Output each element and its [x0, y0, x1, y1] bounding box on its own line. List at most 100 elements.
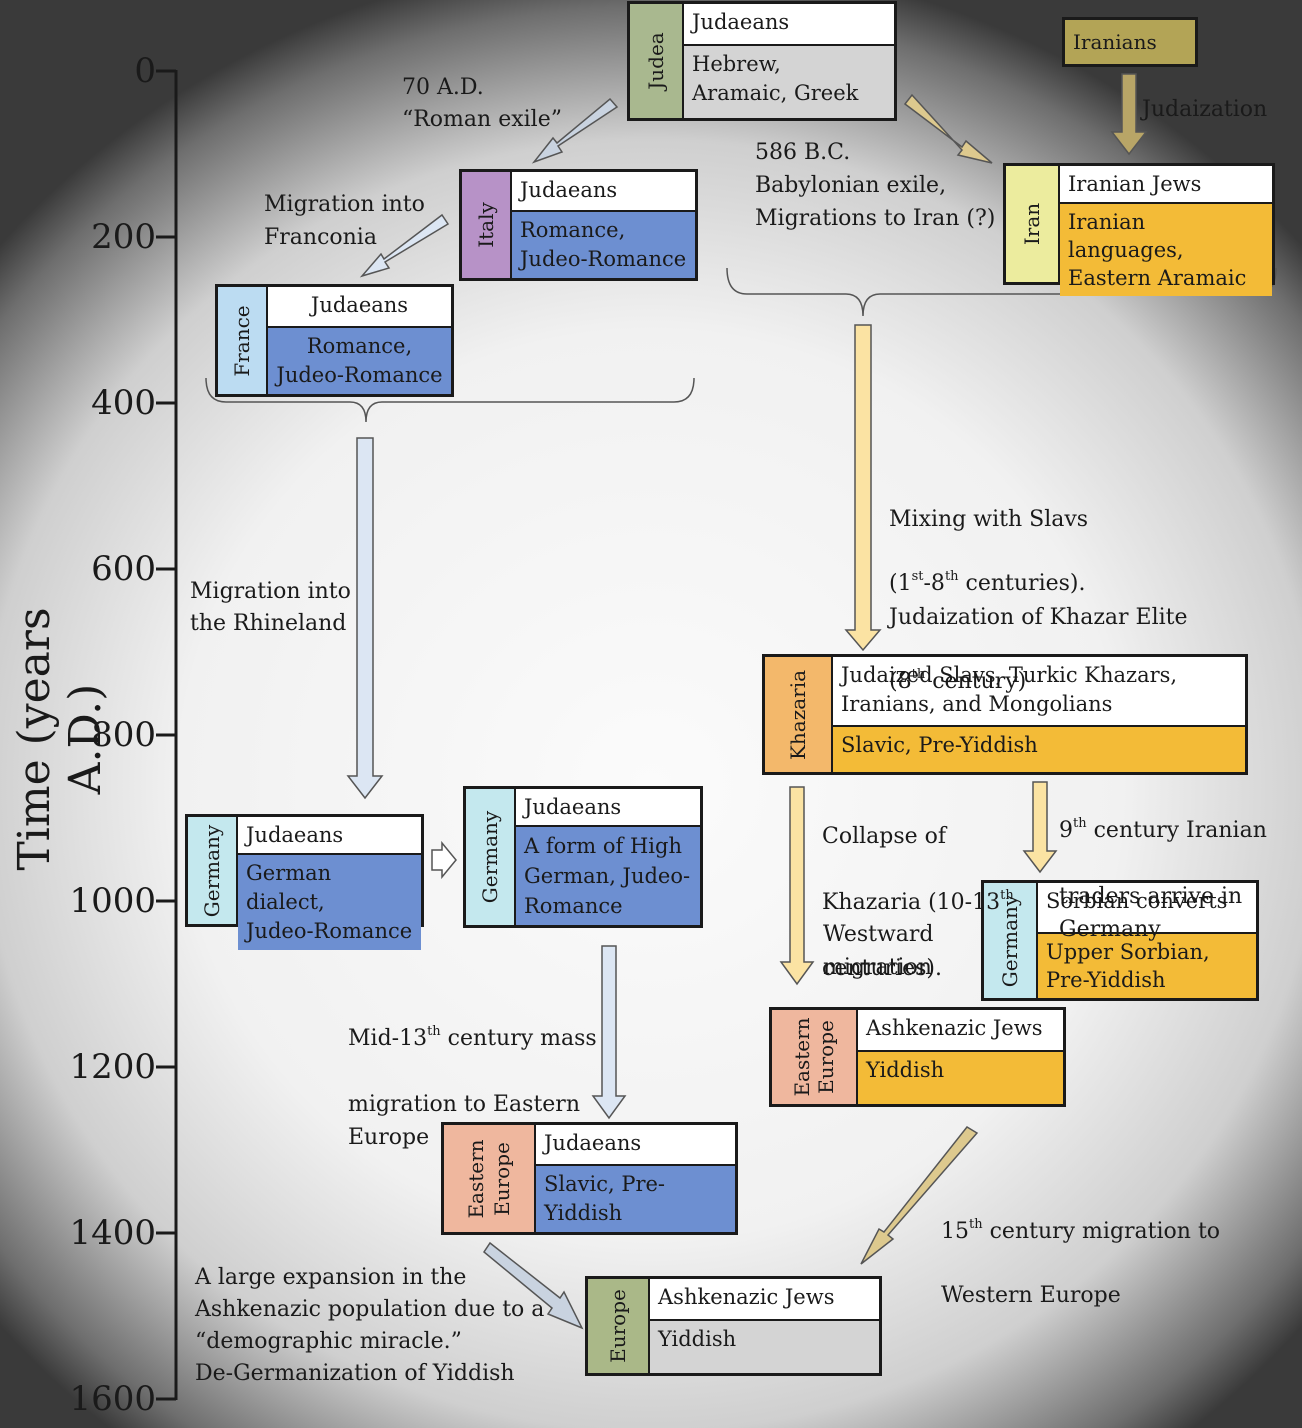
label-text: century): [925, 669, 1027, 694]
region-label: Europe: [606, 1289, 630, 1363]
language-label: Romance, Judeo-Romance: [512, 212, 695, 278]
people-label: Judaeans: [238, 817, 421, 855]
language-label: Slavic, Pre- Yiddish: [536, 1166, 735, 1232]
label-franconia: Migration into Franconia: [264, 192, 425, 250]
box-eastern-europe-1: Eastern Europe Ashkenazic Jews Yiddish: [769, 1007, 1066, 1107]
label-iranian-traders: 9th century Iranian traders arrive in Ge…: [1059, 781, 1267, 946]
label-text: centuries).: [958, 571, 1086, 596]
axis-tick-label-1000: 1000: [69, 881, 156, 921]
brace-west: [205, 377, 695, 423]
axis-tick-label-200: 200: [91, 217, 156, 257]
arrow-germany-transfer: [431, 840, 457, 880]
label-sup: th: [944, 569, 959, 584]
region-label: Germany: [200, 824, 224, 917]
region-label: Italy: [474, 202, 498, 248]
axis-tick-label-1400: 1400: [69, 1213, 156, 1253]
label-text: Mixing with Slavs: [889, 507, 1089, 532]
label-text: century Iranian: [1086, 818, 1267, 843]
language-label: Yiddish: [858, 1052, 1063, 1104]
label-sup: th: [1073, 816, 1087, 831]
axis-tick-label-1600: 1600: [69, 1379, 156, 1419]
axis-tick-label-600: 600: [91, 549, 156, 589]
label-khazar-elite: Judaization of Khazar Elite (8th century…: [889, 570, 1188, 698]
people-label: Judaeans: [512, 172, 695, 212]
arrow-rhineland: [346, 437, 384, 800]
label-text: 15: [941, 1219, 969, 1244]
arrow-traders: [1022, 781, 1058, 874]
label-sup: th: [1000, 888, 1014, 903]
language-label: Slavic, Pre-Yiddish: [833, 727, 1245, 772]
label-text: century mass: [440, 1026, 597, 1051]
label-sup: th: [911, 667, 926, 682]
box-eastern-europe-2: Eastern Europe Judaeans Slavic, Pre- Yid…: [441, 1122, 738, 1235]
people-label: Judaized Slavs, Turkic Khazars, Iranians…: [833, 657, 1245, 727]
label-sup: th: [427, 1024, 441, 1039]
label-westward-migration: Westward migration: [823, 922, 934, 980]
axis-tick-label-0: 0: [134, 51, 156, 91]
label-text: -8: [923, 571, 945, 596]
label-sup: th: [969, 1217, 983, 1232]
label-text: Khazaria (10-13: [822, 890, 1001, 915]
region-iran: Iran: [1006, 166, 1060, 282]
arrow-judaization: [1110, 73, 1148, 156]
people-label: Judaeans: [516, 789, 700, 827]
label-roman-exile: 70 A.D. “Roman exile”: [402, 75, 562, 132]
axis-tick-label-400: 400: [91, 383, 156, 423]
label-demographic-expansion: A large expansion in the Ashkenazic popu…: [195, 1265, 545, 1386]
people-label: Ashkenazic Jews: [650, 1279, 879, 1321]
region-germany: Germany: [984, 883, 1038, 998]
label-text: Mid-13: [348, 1026, 428, 1051]
axis-title: Time (years A.D.): [9, 607, 111, 871]
region-label: Iran: [1020, 202, 1044, 246]
axis-tick-label-800: 800: [91, 715, 156, 755]
box-germany-3: Germany Sorbian converts Upper Sorbian, …: [981, 880, 1259, 1001]
label-text: Judaization of Khazar Elite: [889, 605, 1188, 630]
label-text: Collapse of: [822, 824, 947, 849]
arrow-demographic: [482, 1241, 584, 1330]
region-europe: Europe: [588, 1279, 650, 1373]
label-text: centuries).: [822, 956, 942, 981]
label-text: traders arrive in Germany: [1059, 884, 1243, 942]
people-label: Judaeans: [684, 4, 894, 46]
label-text: (1: [889, 571, 912, 596]
box-khazaria: Khazaria Judaized Slavs, Turkic Khazars,…: [762, 654, 1248, 775]
box-germany-1: Germany Judaeans German dialect, Judeo-R…: [185, 814, 424, 950]
label-mid-13th-migration: Mid-13th century mass migration to Easte…: [348, 989, 597, 1154]
axis-tick-label-1200: 1200: [69, 1047, 156, 1087]
region-label: Germany: [478, 810, 502, 904]
box-italy: Italy Judaeans Romance, Judeo-Romance: [459, 169, 698, 281]
region-label: Judea: [644, 32, 668, 90]
label-collapse-khazaria: Collapse of Khazaria (10-13th centuries)…: [822, 787, 1014, 985]
language-label: A form of High German, Judeo- Romance: [516, 827, 700, 925]
box-france: France Judaeans Romance, Judeo-Romance: [215, 284, 454, 397]
people-label: Iranian Jews: [1060, 166, 1272, 204]
arrow-franconia: [359, 213, 450, 278]
label-judaization: Judaization: [1142, 97, 1268, 122]
people-label: Iranians: [1065, 20, 1195, 64]
label-sup: st: [911, 569, 924, 584]
label-text: (8: [889, 669, 912, 694]
people-label: Judaeans: [536, 1125, 735, 1166]
arrow-roman-exile: [531, 97, 619, 164]
region-italy: Italy: [462, 172, 512, 278]
region-label: France: [230, 304, 254, 377]
box-iranians: Iranians: [1062, 17, 1198, 67]
region-khazaria: Khazaria: [765, 657, 833, 772]
language-label: German dialect, Judeo-Romance: [238, 855, 421, 950]
label-rhineland: Migration into the Rhineland: [190, 579, 351, 636]
box-germany-2: Germany Judaeans A form of High German, …: [463, 786, 703, 928]
region-germany: Germany: [466, 789, 516, 925]
arrow-slavs: [844, 324, 882, 652]
language-label: Upper Sorbian, Pre-Yiddish: [1038, 934, 1256, 998]
language-label: Romance, Judeo-Romance: [268, 328, 451, 394]
label-text: Western Europe: [941, 1283, 1121, 1308]
label-15th-century-migration: 15th century migration to Western Europe: [941, 1184, 1220, 1312]
language-label: Iranian languages, Eastern Aramaic: [1060, 204, 1272, 296]
language-label: Yiddish: [650, 1321, 879, 1373]
arrow-mid13: [591, 945, 627, 1120]
box-europe: Europe Ashkenazic Jews Yiddish: [585, 1276, 882, 1376]
region-eastern-europe: Eastern Europe: [444, 1125, 536, 1232]
region-label: Khazaria: [786, 669, 810, 760]
people-label: Sorbian converts: [1038, 883, 1256, 934]
arrow-15th-century: [860, 1126, 979, 1265]
